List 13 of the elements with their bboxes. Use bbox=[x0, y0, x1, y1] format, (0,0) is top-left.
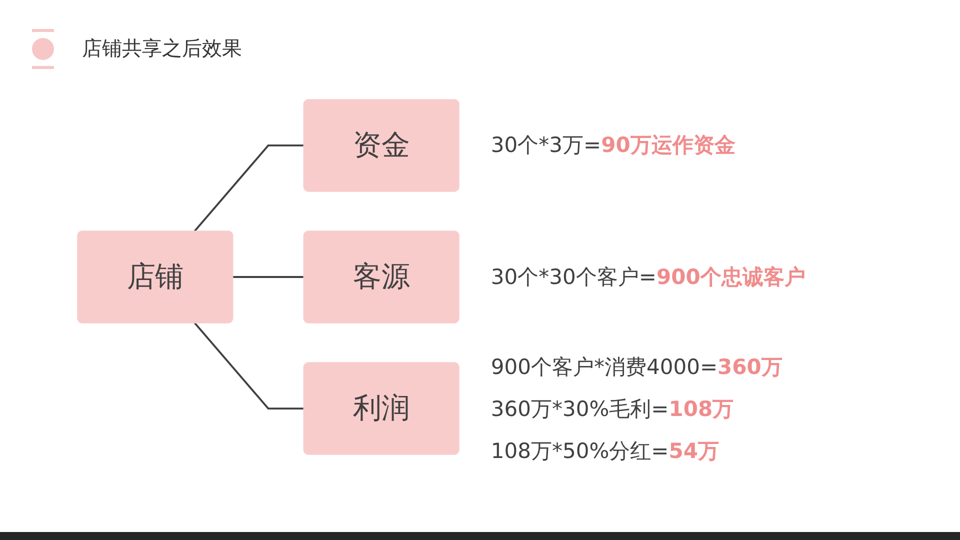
process-box: 店铺 bbox=[77, 230, 234, 324]
process-box: 利润 bbox=[303, 362, 460, 455]
connector-line bbox=[232, 276, 304, 278]
calculation-text: 360万*30%毛利=108万 bbox=[490, 396, 734, 423]
calculation-text: 30个*30个客户=900个忠诚客户 bbox=[490, 264, 806, 291]
process-box: 资金 bbox=[303, 99, 460, 192]
calculation-text: 30个*3万=90万运作资金 bbox=[490, 132, 736, 160]
slide-title: 店铺共享之后效果 bbox=[82, 35, 242, 61]
process-box: 客源 bbox=[303, 230, 460, 324]
calculation-text: 900个客户*消费4000=360万 bbox=[490, 354, 782, 381]
connector-line bbox=[194, 322, 304, 410]
calculation-text: 108万*50%分红=54万 bbox=[490, 438, 720, 465]
connector-line bbox=[194, 144, 304, 232]
